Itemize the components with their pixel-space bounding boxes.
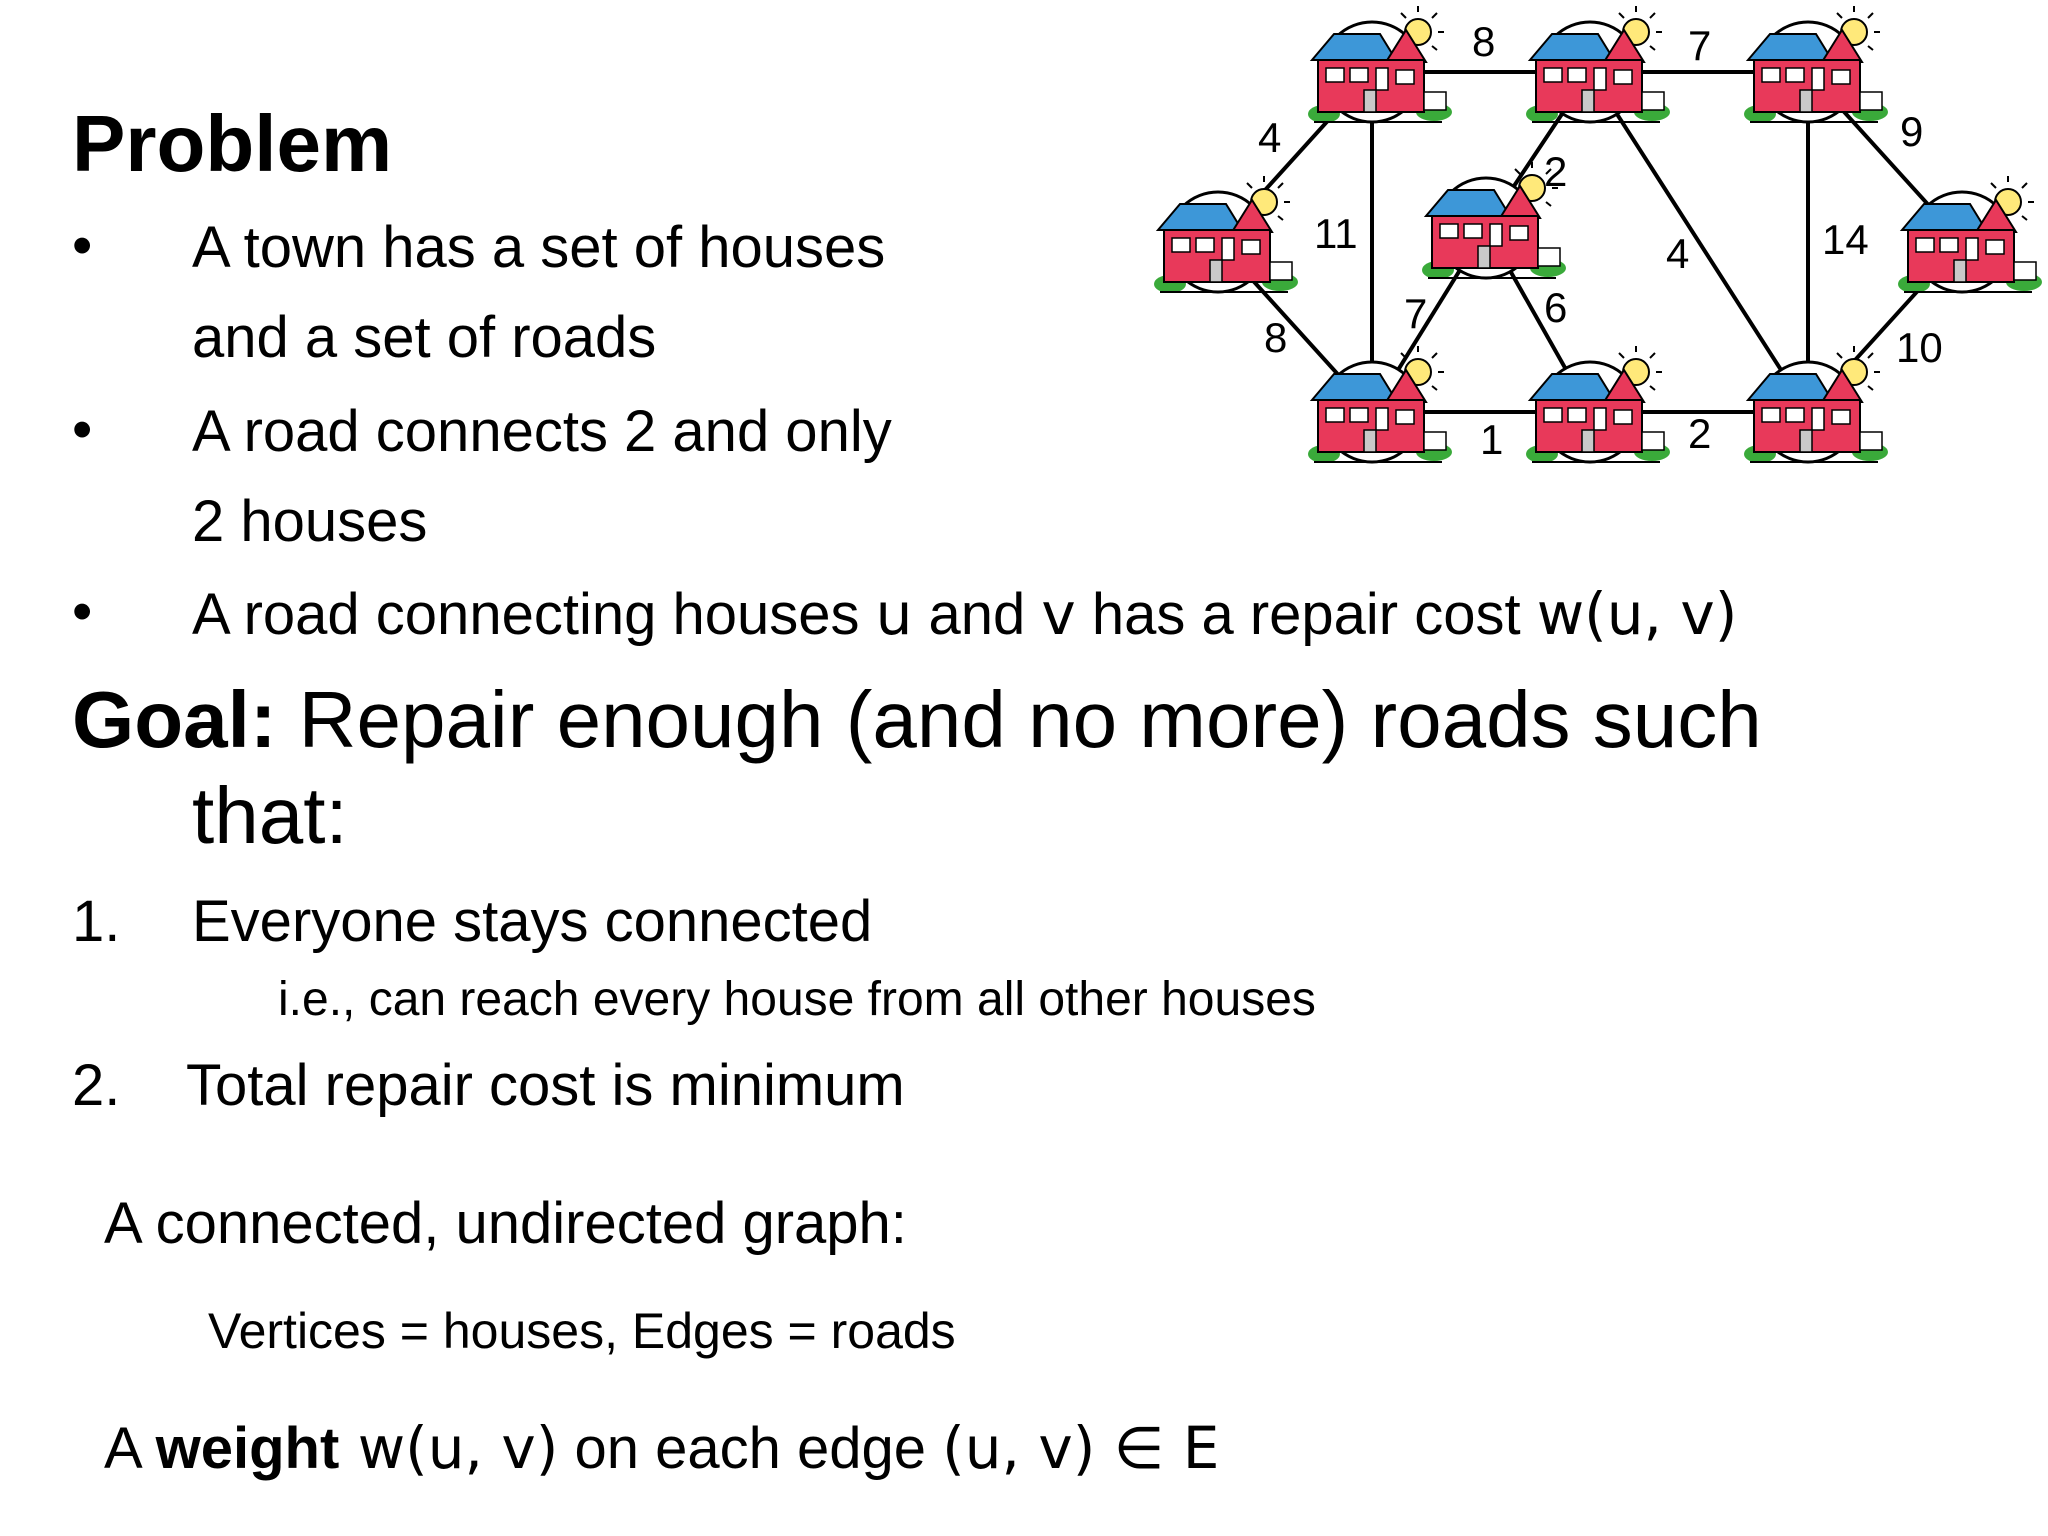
edge-weight-label: 6	[1544, 284, 1567, 331]
criterion-1-text: Everyone stays connected	[192, 889, 873, 954]
weight-prefix: A	[104, 1416, 156, 1481]
weight-bold: weight	[155, 1416, 340, 1481]
weight-edge: (u, v) ∈ E	[942, 1414, 1220, 1482]
edge-weight-label: 4	[1666, 230, 1689, 277]
goal-line-2: that:	[192, 771, 348, 860]
var-u: u	[875, 580, 913, 648]
edge-weight-label: 2	[1688, 410, 1711, 457]
graph-def-line-1: A connected, undirected graph:	[104, 1191, 907, 1256]
house-vertex	[1742, 344, 1890, 465]
var-v: v	[1041, 580, 1076, 648]
bullet-marker: •	[72, 579, 93, 644]
edge-weight-label: 8	[1264, 314, 1287, 361]
edge-weight-label: 2	[1544, 148, 1567, 195]
edge-weight-label: 14	[1822, 216, 1869, 263]
edge-weight-label: 7	[1404, 290, 1427, 337]
edge-weight-label: 7	[1688, 22, 1711, 69]
goal-line-1: Goal: Repair enough (and no more) roads …	[72, 672, 1762, 768]
cost-expr: w(u, v)	[1536, 580, 1738, 648]
bullet-3-text: A road connecting houses u and v has a r…	[192, 568, 1737, 661]
criterion-1-number: 1.	[72, 889, 121, 954]
bullet-marker: •	[72, 213, 93, 278]
house-vertex	[1306, 4, 1454, 125]
criterion-1-note: i.e., can reach every house from all oth…	[278, 973, 1316, 1026]
house-vertex	[1524, 344, 1672, 465]
criterion-2-number: 2.	[72, 1053, 121, 1118]
goal-text: Repair enough (and no more) roads such	[276, 675, 1762, 764]
edge-weight-label: 4	[1258, 114, 1281, 161]
edge-weight-label: 11	[1314, 210, 1358, 257]
edge	[1588, 70, 1810, 414]
bullet-2-line-1: A road connects 2 and only	[192, 399, 892, 464]
criterion-2-text: Total repair cost is minimum	[186, 1053, 905, 1118]
edge-weight-label: 10	[1896, 324, 1943, 371]
house-vertex	[1152, 174, 1300, 295]
weight-mid: on each edge	[558, 1416, 943, 1481]
house-vertex	[1524, 4, 1672, 125]
graph-def-weight: A weight w(u, v) on each edge (u, v) ∈ E	[104, 1402, 1219, 1495]
bullet-1-line-1: A town has a set of houses	[192, 215, 886, 280]
bullet-marker: •	[72, 397, 93, 462]
bullet-1-line-2: and a set of roads	[192, 305, 657, 370]
slide-title: Problem	[72, 99, 393, 188]
edge-weight-label: 8	[1472, 18, 1495, 65]
weight-expr: w(u, v)	[339, 1414, 559, 1482]
house-vertex	[1742, 4, 1890, 125]
edge-weight-label: 1	[1480, 416, 1503, 463]
bullet-2-line-2: 2 houses	[192, 489, 428, 554]
edge-weight-label: 9	[1900, 108, 1923, 155]
bullet-3-part: and	[912, 582, 1042, 647]
bullet-3-part: A road connecting houses	[192, 582, 876, 647]
graph-def-line-2: Vertices = houses, Edges = roads	[208, 1303, 956, 1359]
bullet-3-part: has a repair cost	[1075, 582, 1537, 647]
goal-label: Goal:	[72, 675, 277, 764]
